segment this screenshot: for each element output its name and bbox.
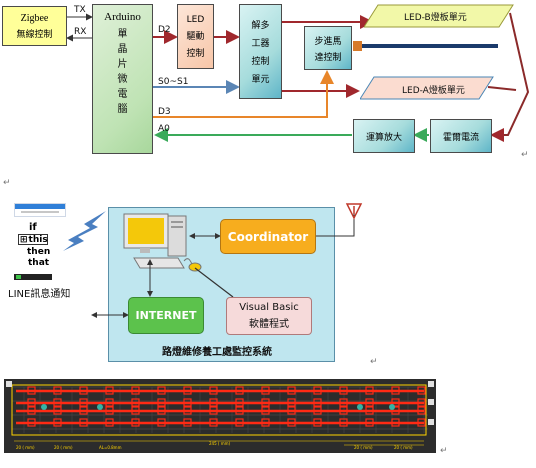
leda-panel [360, 76, 494, 100]
coordinator-box: Coordinator [220, 219, 316, 254]
arduino-char: 微 [117, 74, 128, 85]
monitor-icon [123, 213, 169, 253]
hall-box: 霍爾電流 [430, 119, 492, 153]
line-app-icon [14, 274, 52, 280]
decoder-line: 解多 [251, 21, 270, 31]
zigbee-sub: 無線控制 [16, 29, 53, 40]
amp-box: 運算放大 [353, 119, 415, 153]
leda-label: LED-A燈板單元 [402, 86, 465, 96]
internet-box: INTERNET [128, 297, 204, 334]
svg-text:20 ( mm): 20 ( mm) [354, 445, 373, 450]
leda-loop [487, 86, 517, 91]
led-drive-line: 驅動 [186, 31, 205, 42]
ledb-label: LED-B燈板單元 [404, 13, 467, 23]
pc-vb-link [194, 267, 234, 298]
svg-text:AL=0.8mm: AL=0.8mm [99, 445, 122, 450]
coordinator-antenna-line [316, 214, 355, 237]
stepper-box: 步進馬 達控制 [304, 26, 352, 70]
ifttt-this-box: ⊞ this [18, 234, 48, 245]
decoder-line: 控制 [251, 57, 270, 67]
stepper-line: 步進馬 [314, 36, 342, 47]
d3-label: D3 [158, 107, 171, 117]
ifttt-if: if [29, 222, 37, 233]
a0-label: A0 [158, 124, 170, 134]
paragraph-mark: ↵ [3, 178, 11, 188]
zigbee-title: Zigbee [20, 12, 49, 24]
system-connectors [91, 203, 363, 318]
paragraph-mark: ↵ [370, 357, 378, 367]
arduino-box: Arduino 單 晶 片 微 電 腦 [92, 4, 153, 154]
decoder-box: 解多 工器 控制 單元 [239, 4, 282, 99]
amp-label: 運算放大 [365, 132, 402, 143]
svg-text:20 ( mm): 20 ( mm) [394, 445, 413, 450]
arduino-title: Arduino [104, 11, 141, 23]
paragraph-mark: ↵ [521, 150, 529, 160]
line-notify-label: LINE訊息通知 [8, 289, 71, 300]
svg-text:20 ( mm): 20 ( mm) [54, 445, 73, 450]
internet-label: INTERNET [135, 309, 197, 322]
vb-box: Visual Basic 軟體程式 [226, 297, 312, 335]
ifttt-this: this [28, 234, 48, 245]
decoder-line: 工器 [251, 39, 270, 49]
ifttt-that: that [28, 258, 50, 268]
rx-label: RX [74, 27, 87, 37]
tx-label: TX [74, 5, 86, 15]
stepper-rail [362, 44, 498, 48]
ledb-panel [364, 4, 514, 28]
antenna-icon [345, 203, 363, 220]
stepper-line: 達控制 [314, 52, 342, 63]
hall-label: 霍爾電流 [442, 132, 479, 143]
led-drive-line: 控制 [186, 48, 205, 59]
vb-title: Visual Basic [239, 302, 299, 313]
mouse-icon [183, 258, 202, 272]
coordinator-label: Coordinator [227, 229, 309, 244]
pcb-layout: 20 ( mm) 20 ( mm) AL=0.8mm 245 ( mm) 20 … [4, 379, 436, 453]
svg-text:20 ( mm): 20 ( mm) [16, 445, 35, 450]
ifttt-then: then [27, 247, 51, 257]
arduino-char: 單 [117, 29, 128, 40]
zigbee-box: Zigbee 無線控制 [2, 6, 67, 46]
plus-icon: ⊞ [20, 234, 28, 245]
system-label: 路燈維修養工處監控系統 [162, 347, 272, 358]
arduino-char: 晶 [117, 44, 128, 55]
d3-arrow [153, 70, 334, 118]
block-diagram-connectors [66, 12, 530, 142]
arduino-char: 腦 [117, 104, 128, 115]
arduino-char: 電 [117, 89, 128, 100]
s01-label: S0~S1 [158, 77, 189, 87]
d2-label: D2 [158, 25, 171, 35]
arduino-char: 片 [117, 59, 128, 70]
ledb-loop [490, 12, 530, 142]
led-drive-box: LED 驅動 控制 [177, 4, 214, 69]
led-drive-line: LED [186, 14, 205, 25]
computer-illustration [123, 213, 202, 272]
rail-connector [353, 41, 362, 51]
svg-text:245 ( mm): 245 ( mm) [209, 441, 231, 446]
decoder-line: 單元 [251, 75, 270, 85]
phone-screenshot-icon [14, 203, 66, 217]
keyboard-icon [133, 257, 185, 269]
vb-sub: 軟體程式 [249, 319, 289, 330]
paragraph-mark: ↵ [440, 446, 448, 456]
lightning-icon [63, 211, 106, 251]
